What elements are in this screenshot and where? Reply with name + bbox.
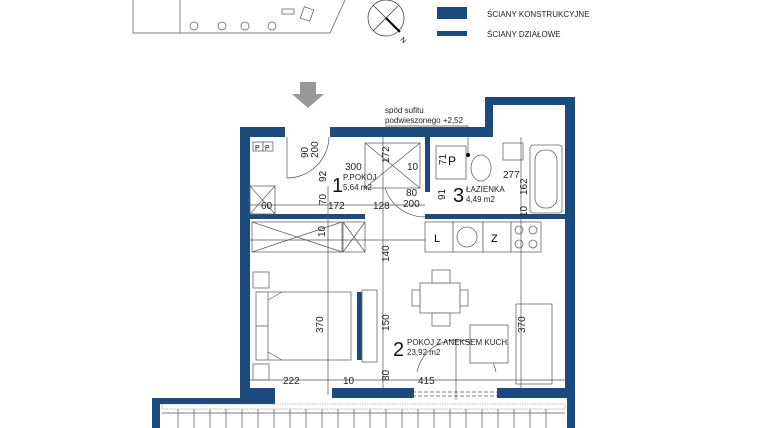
legend: ŚCIANY KONSTRUKCYJNE ŚCIANY DZIAŁOWE xyxy=(437,7,590,39)
dim-200: 200 xyxy=(310,141,321,158)
dimension-lines xyxy=(250,137,565,395)
dim-91: 91 xyxy=(437,188,448,200)
kitchen: L Z xyxy=(424,221,542,253)
dim-128: 128 xyxy=(373,201,390,212)
partition-walls xyxy=(250,137,565,360)
dim-172-v: 172 xyxy=(381,146,392,163)
dim-370-right: 370 xyxy=(517,316,528,333)
balcony xyxy=(161,403,566,428)
dining-table xyxy=(419,282,461,314)
room-2-label: 2 POKÓJ Z ANEKSEM KUCH. 23,92 m2 xyxy=(393,338,509,361)
dim-70: 70 xyxy=(318,193,329,205)
dim-172: 172 xyxy=(328,201,345,212)
room-number: 1 xyxy=(332,175,343,197)
room-3-label: 3 ŁAZIENKA 4,49 m2 xyxy=(453,185,505,207)
bathroom-fixtures: P xyxy=(435,142,563,214)
north-arrow-icon: N xyxy=(367,0,408,45)
fixture-p1: P xyxy=(255,145,260,152)
legend-swatch-structural xyxy=(437,7,467,19)
dim-10: 10 xyxy=(407,162,419,173)
dim-80-bottom: 80 xyxy=(381,369,392,381)
dim-277: 277 xyxy=(503,170,520,181)
dim-71: 71 xyxy=(438,153,449,165)
tree-icons xyxy=(189,21,277,31)
dim-300: 300 xyxy=(345,162,362,173)
toilet-icon xyxy=(470,154,492,182)
room-name: ŁAZIENKA xyxy=(466,185,505,194)
room-number: 3 xyxy=(453,185,464,207)
bed-icon xyxy=(255,291,352,361)
room-area: 23,92 m2 xyxy=(407,348,441,357)
room-number: 2 xyxy=(393,339,404,361)
fixture-sink: L xyxy=(434,233,440,245)
site-plan-fragment xyxy=(132,0,346,34)
fixture-washer: P xyxy=(448,154,456,168)
dim-150: 150 xyxy=(381,314,392,331)
legend-swatch-partition xyxy=(437,31,467,36)
ceiling-note-line2: podwieszonego +2,52 xyxy=(385,116,464,125)
dim-92: 92 xyxy=(318,170,329,182)
structural-walls xyxy=(152,97,575,428)
cooktop-icon xyxy=(510,221,542,253)
living-furniture xyxy=(252,269,553,385)
room-name: POKÓJ Z ANEKSEM KUCH. xyxy=(407,338,509,347)
closets: P P xyxy=(249,141,421,253)
dim-370-left: 370 xyxy=(315,316,326,333)
entrance-arrow-icon xyxy=(292,82,324,108)
dim-80: 80 xyxy=(406,188,418,199)
room-1-label: 1 P.POKÓJ 5,64 m2 xyxy=(332,173,377,197)
sink-bowl-icon xyxy=(456,226,478,248)
room-area: 5,64 m2 xyxy=(343,183,372,192)
dim-222: 222 xyxy=(283,376,300,387)
washbasin-icon xyxy=(502,142,524,161)
sofa-icon xyxy=(515,303,553,385)
dim-140: 140 xyxy=(381,245,392,262)
dim-10-bath: 10 xyxy=(519,205,530,217)
legend-structural-label: ŚCIANY KONSTRUKCYJNE xyxy=(487,10,590,19)
dim-10-bottom: 10 xyxy=(343,376,355,387)
ceiling-note-line1: spód sufitu xyxy=(385,106,424,115)
dim-415: 415 xyxy=(418,376,435,387)
room-name: P.POKÓJ xyxy=(343,173,377,182)
fixture-p2: P xyxy=(265,145,270,152)
room-area: 4,49 m2 xyxy=(466,195,495,204)
dim-10-closet: 10 xyxy=(317,225,328,237)
dimensions: 300 10 172 90 200 92 70 172 128 60 80 20… xyxy=(261,141,530,387)
dim-60: 60 xyxy=(261,201,273,212)
washing-machine xyxy=(435,145,467,180)
dim-200-door: 200 xyxy=(403,199,420,210)
dim-162: 162 xyxy=(519,178,530,195)
legend-partition-label: ŚCIANY DZIAŁOWE xyxy=(487,30,561,39)
dim-90: 90 xyxy=(300,146,311,158)
coffee-table xyxy=(469,324,509,364)
north-label: N xyxy=(399,36,408,45)
fixture-fridge: Z xyxy=(491,233,498,245)
